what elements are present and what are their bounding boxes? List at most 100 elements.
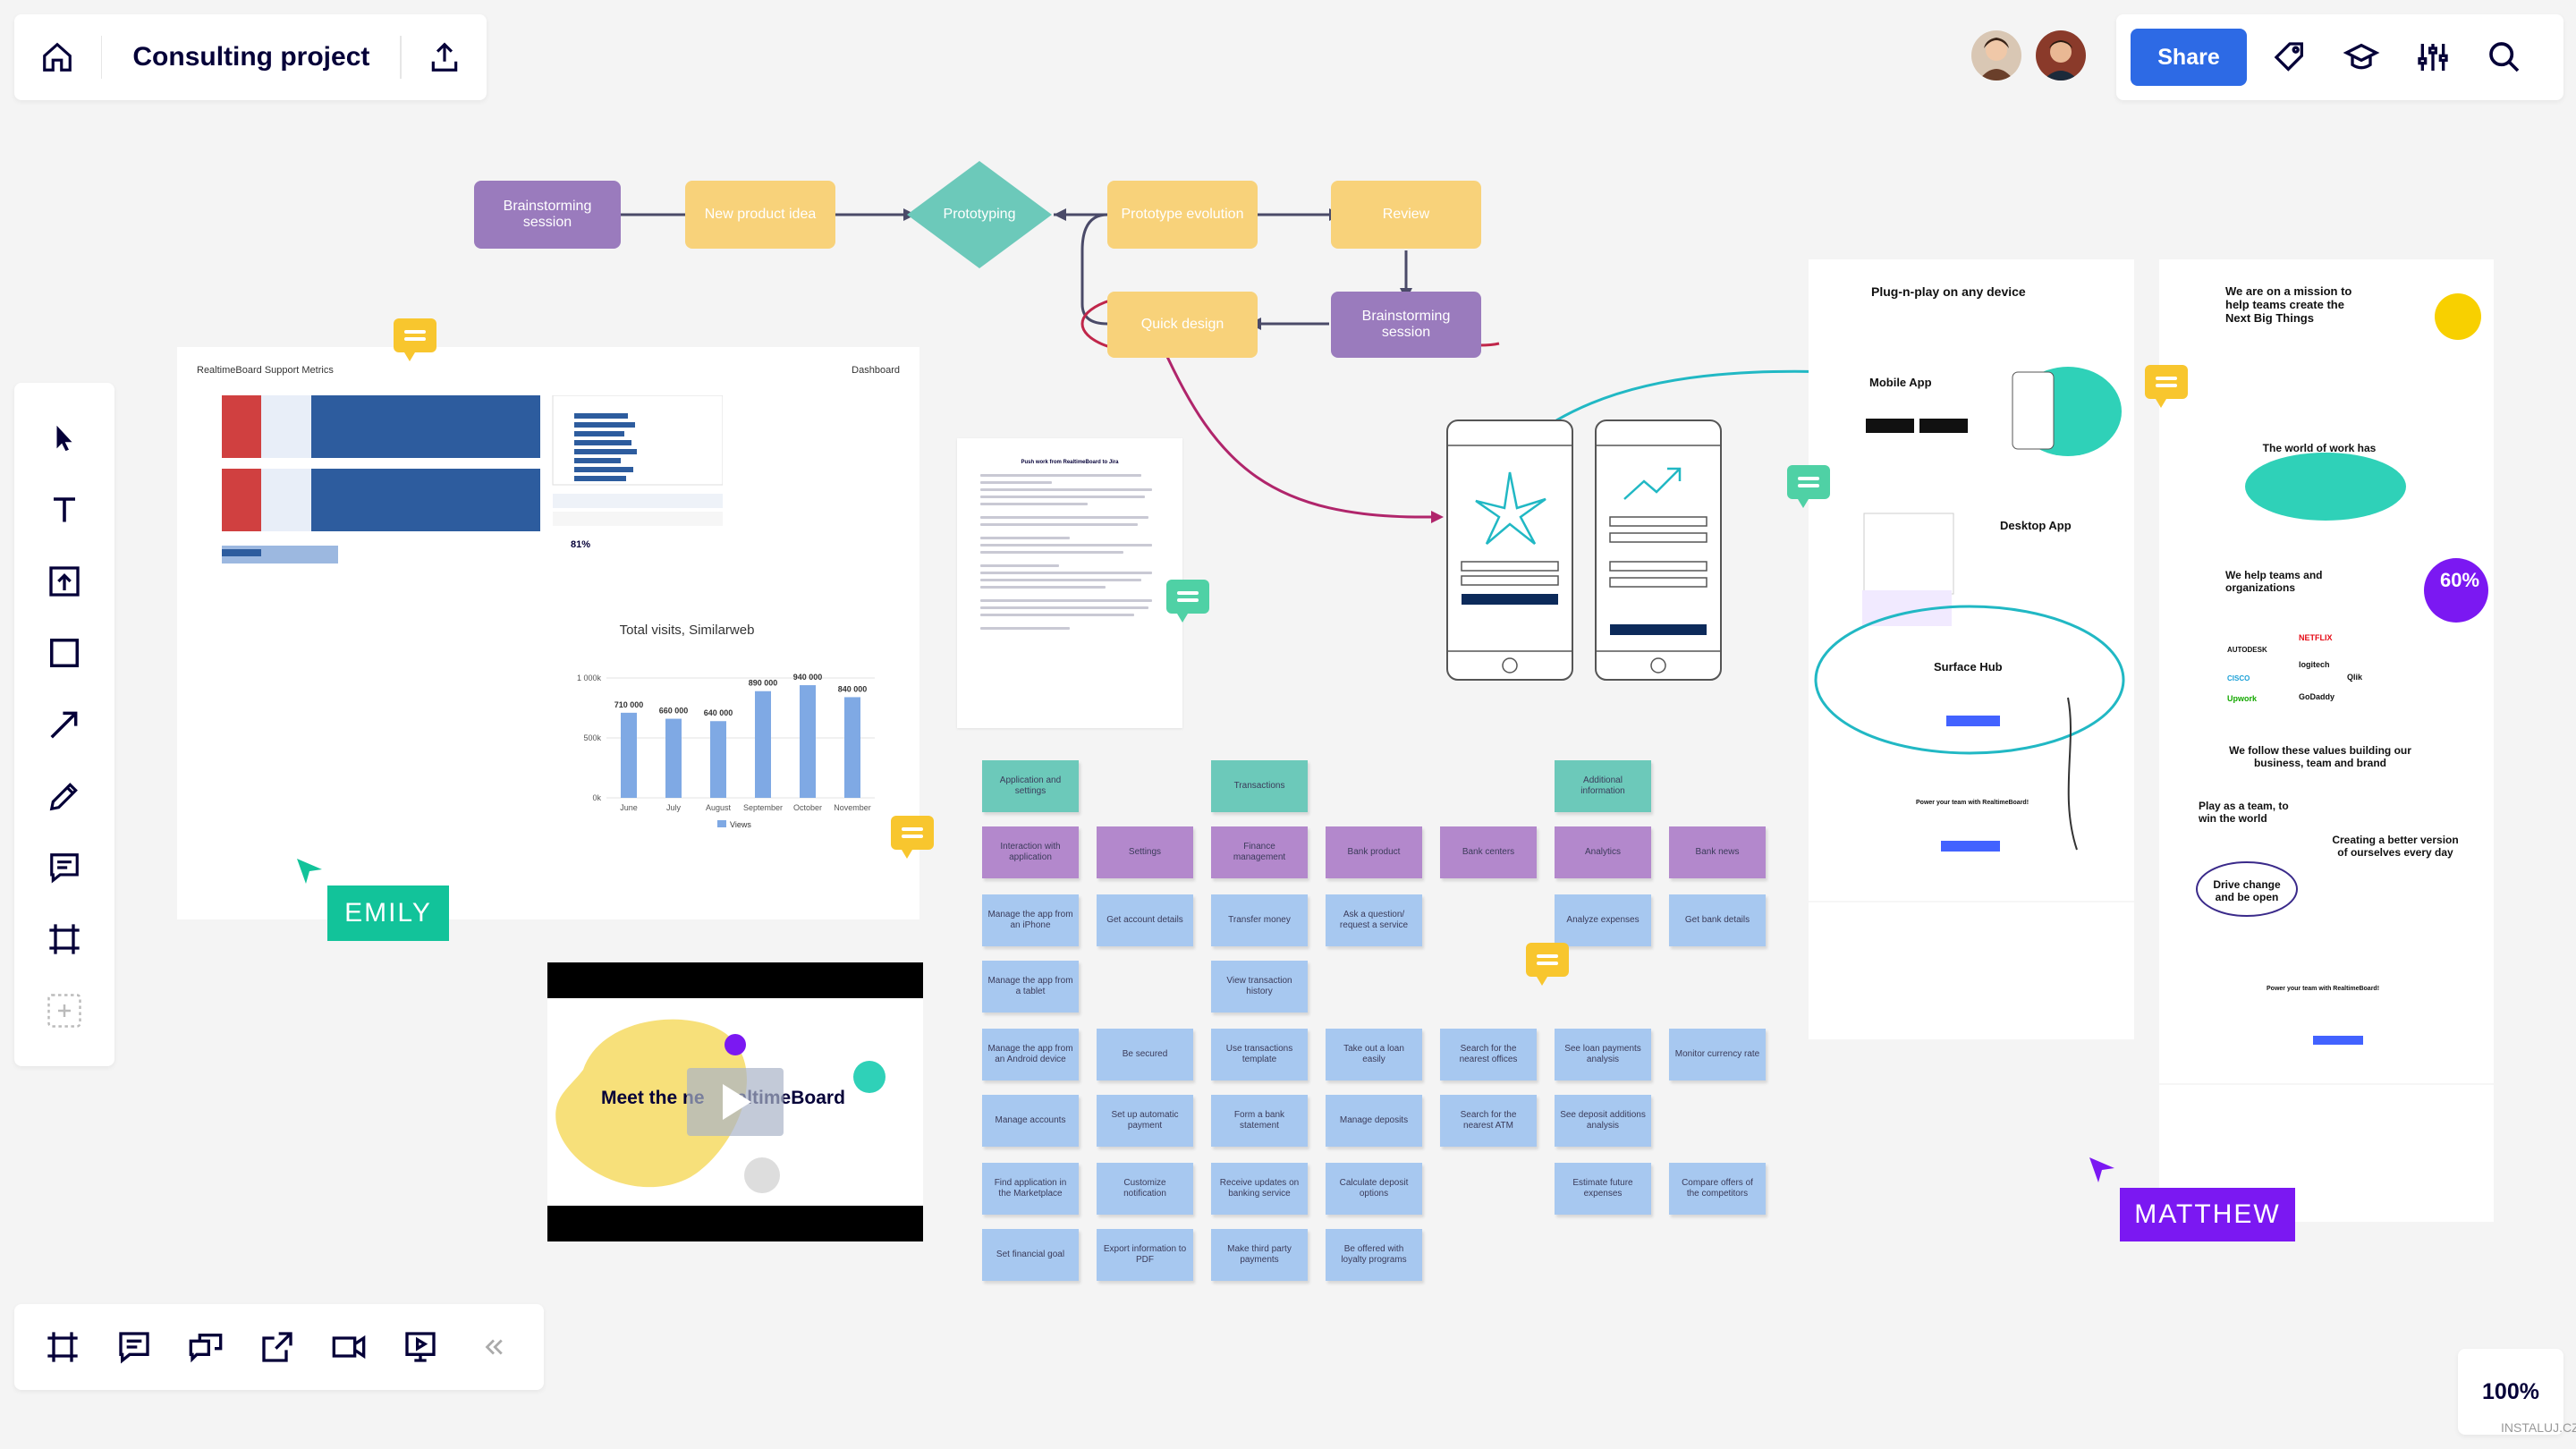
sticky-note[interactable]: Transfer money	[1211, 894, 1308, 946]
screen-share-button[interactable]	[252, 1322, 302, 1372]
sticky-note[interactable]: Monitor currency rate	[1669, 1029, 1766, 1080]
search-button[interactable]	[2469, 14, 2540, 100]
sticky-note[interactable]: Receive updates on banking service	[1211, 1163, 1308, 1215]
zoom-control[interactable]: 100%	[2458, 1349, 2563, 1435]
jira-doc[interactable]: Push work from RealtimeBoard to Jira	[957, 438, 1182, 728]
sticky-note[interactable]: Analyze expenses	[1555, 894, 1651, 946]
sticky-note[interactable]: Bank product	[1326, 826, 1422, 878]
sticky-note[interactable]: Make third party payments	[1211, 1229, 1308, 1281]
sticky-note[interactable]: Finance management	[1211, 826, 1308, 878]
collapse-button[interactable]	[469, 1322, 519, 1372]
sticky-note[interactable]: Manage the app from an Android device	[982, 1029, 1079, 1080]
sticky-note[interactable]: Transactions	[1211, 760, 1308, 812]
flow-node-new-product-idea[interactable]: New product idea	[685, 181, 835, 249]
sticky-note[interactable]: Search for the nearest offices	[1440, 1029, 1537, 1080]
comment-bubble-4[interactable]	[1787, 465, 1830, 508]
sticky-note[interactable]: Analytics	[1555, 826, 1651, 878]
pen-icon	[49, 783, 78, 811]
site2-better: Creating a better version of ourselves e…	[2332, 834, 2459, 859]
site1-desktop: Desktop App	[2000, 519, 2072, 532]
cursor-label-emily: EMILY	[327, 886, 449, 941]
flow-node-prototype-evolution[interactable]: Prototype evolution	[1107, 181, 1258, 249]
comment-bubble-5[interactable]	[1526, 943, 1569, 986]
sticky-note[interactable]: Manage the app from an iPhone	[982, 894, 1079, 946]
sticky-note[interactable]: Manage the app from a tablet	[982, 961, 1079, 1013]
home-button[interactable]	[14, 14, 101, 100]
sticky-note[interactable]: Manage deposits	[1326, 1095, 1422, 1147]
sticky-note[interactable]: Estimate future expenses	[1555, 1163, 1651, 1215]
upload-tool[interactable]	[39, 556, 89, 606]
board-title[interactable]: Consulting project	[132, 42, 370, 72]
settings-button[interactable]	[2397, 14, 2469, 100]
dashboard-frame[interactable]: RealtimeBoard Support Metrics Dashboard …	[177, 347, 919, 919]
play-button[interactable]	[687, 1068, 784, 1136]
comment-bubble-3[interactable]	[1166, 580, 1209, 623]
sticky-note[interactable]: Calculate deposit options	[1326, 1163, 1422, 1215]
learning-button[interactable]	[2326, 14, 2397, 100]
sticky-note[interactable]: Use transactions template	[1211, 1029, 1308, 1080]
video-caption-a: Meet the ne	[601, 1088, 705, 1108]
chart-bar	[665, 718, 682, 798]
sticky-note[interactable]: See deposit additions analysis	[1555, 1095, 1651, 1147]
flow-node-brainstorming[interactable]: Brainstorming session	[474, 181, 621, 249]
select-tool[interactable]	[39, 413, 89, 463]
comment-bubble-2[interactable]	[891, 816, 934, 859]
sticky-note[interactable]: Additional information	[1555, 760, 1651, 812]
sticky-note[interactable]: Get bank details	[1669, 894, 1766, 946]
sticky-note[interactable]: Find application in the Marketplace	[982, 1163, 1079, 1215]
tag-button[interactable]	[2254, 14, 2326, 100]
logo-qlik: Qlik	[2347, 673, 2363, 682]
share-button[interactable]: Share	[2131, 29, 2247, 86]
sticky-note[interactable]: Take out a loan easily	[1326, 1029, 1422, 1080]
sticky-note[interactable]: Search for the nearest ATM	[1440, 1095, 1537, 1147]
sticky-note[interactable]: Get account details	[1097, 894, 1193, 946]
export-button[interactable]	[402, 14, 487, 100]
comments-button[interactable]	[109, 1322, 159, 1372]
more-tools-button[interactable]	[39, 986, 89, 1036]
sticky-note[interactable]: Compare offers of the competitors	[1669, 1163, 1766, 1215]
add-icon	[47, 994, 81, 1028]
presentation-button[interactable]	[395, 1322, 445, 1372]
pen-tool[interactable]	[39, 771, 89, 821]
text-icon	[54, 497, 75, 522]
sticky-note[interactable]: Interaction with application	[982, 826, 1079, 878]
sticky-note[interactable]: Ask a question/ request a service	[1326, 894, 1422, 946]
sticky-note[interactable]: Bank centers	[1440, 826, 1537, 878]
comment-bubble-6[interactable]	[2145, 365, 2188, 408]
video-player[interactable]: Meet the ne​altimeBoard	[547, 962, 923, 1241]
avatar[interactable]	[1971, 30, 2021, 80]
left-toolbar	[14, 383, 114, 1066]
sticky-note[interactable]: Set up automatic payment	[1097, 1095, 1193, 1147]
comment-tool[interactable]	[39, 843, 89, 893]
flow-node-prototyping-shape[interactable]	[905, 159, 1054, 270]
sticky-note[interactable]: Customize notification	[1097, 1163, 1193, 1215]
avatar[interactable]	[2036, 30, 2086, 80]
text-tool[interactable]	[39, 485, 89, 535]
video-call-button[interactable]	[324, 1322, 374, 1372]
sticky-note[interactable]: Form a bank statement	[1211, 1095, 1308, 1147]
flow-node-review[interactable]: Review	[1331, 181, 1481, 249]
flow-node-quick-design[interactable]: Quick design	[1107, 292, 1258, 358]
sticky-note[interactable]: Bank news	[1669, 826, 1766, 878]
sticky-note[interactable]: See loan payments analysis	[1555, 1029, 1651, 1080]
phone-wireframes[interactable]	[1445, 419, 1771, 683]
site1-mobile: Mobile App	[1869, 376, 1932, 389]
sticky-note[interactable]: Manage accounts	[982, 1095, 1079, 1147]
sticky-note[interactable]: Set financial goal	[982, 1229, 1079, 1281]
flow-node-brainstorming-2[interactable]: Brainstorming session	[1331, 292, 1481, 358]
chat-button[interactable]	[181, 1322, 231, 1372]
sticky-note[interactable]: View transaction history	[1211, 961, 1308, 1013]
sticky-note[interactable]: Be offered with loyalty programs	[1326, 1229, 1422, 1281]
shape-tool[interactable]	[39, 628, 89, 678]
website-mission-frame[interactable]: We are on a mission to help teams create…	[2159, 259, 2494, 1222]
sticky-note[interactable]: Export information to PDF	[1097, 1229, 1193, 1281]
connector-tool[interactable]	[39, 699, 89, 750]
sticky-note[interactable]: Be secured	[1097, 1029, 1193, 1080]
frame-tool[interactable]	[39, 914, 89, 964]
frames-button[interactable]	[38, 1322, 88, 1372]
comment-bubble-1[interactable]	[394, 318, 436, 361]
sticky-note[interactable]: Settings	[1097, 826, 1193, 878]
sticky-note[interactable]: Application and settings	[982, 760, 1079, 812]
dashboard-title: RealtimeBoard Support Metrics	[197, 365, 334, 376]
website-devices-frame[interactable]: Plug-n-play on any device Mobile App Des…	[1809, 259, 2134, 1039]
